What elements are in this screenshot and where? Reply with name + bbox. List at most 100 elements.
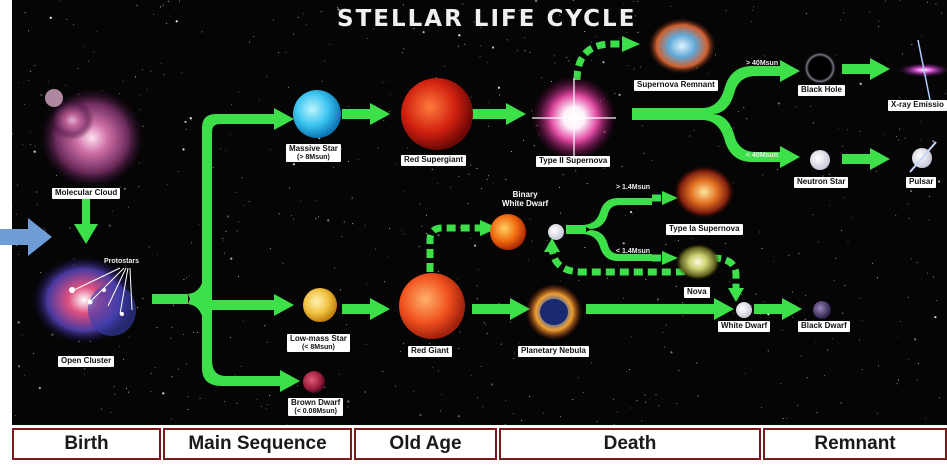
star-dot <box>266 76 267 77</box>
star-dot <box>142 69 143 70</box>
star-dot <box>895 215 896 216</box>
star-dot <box>756 294 757 295</box>
star-dot <box>842 146 843 147</box>
star-dot <box>66 19 67 20</box>
red-giant-icon <box>399 273 465 339</box>
star-dot <box>572 399 573 400</box>
star-dot <box>626 371 627 372</box>
star-dot <box>477 298 478 299</box>
star-dot <box>641 420 642 421</box>
star-dot <box>438 271 439 272</box>
star-dot <box>288 87 289 88</box>
star-dot <box>591 362 592 363</box>
star-dot <box>762 175 763 176</box>
massive-star-name: Massive Star <box>289 144 338 153</box>
star-dot <box>186 129 187 130</box>
star-dot <box>899 97 900 98</box>
star-dot <box>481 366 482 367</box>
star-dot <box>36 192 37 193</box>
star-dot <box>40 94 42 96</box>
star-dot <box>623 242 625 244</box>
star-dot <box>517 50 518 51</box>
star-dot <box>773 261 774 262</box>
star-dot <box>183 334 184 335</box>
star-dot <box>532 241 533 242</box>
star-dot <box>921 35 922 36</box>
star-dot <box>484 322 485 323</box>
star-dot <box>114 394 115 395</box>
star-dot <box>426 215 427 216</box>
star-dot <box>945 93 946 94</box>
star-dot <box>283 263 284 264</box>
star-dot <box>429 343 430 344</box>
star-dot <box>900 0 901 1</box>
star-dot <box>193 332 194 333</box>
star-dot <box>921 121 922 122</box>
star-dot <box>316 200 317 201</box>
star-dot <box>936 300 937 301</box>
star-dot <box>366 283 367 284</box>
star-dot <box>918 363 919 364</box>
star-dot <box>678 240 679 241</box>
star-dot <box>682 315 683 316</box>
star-dot <box>623 3 624 4</box>
star-dot <box>101 409 102 410</box>
star-dot <box>173 305 174 306</box>
star-dot <box>161 63 162 64</box>
massive-star-label: Massive Star (> 8Msun) <box>286 144 341 162</box>
star-dot <box>585 247 586 248</box>
star-dot <box>529 52 530 53</box>
star-dot <box>637 32 638 33</box>
star-dot <box>664 347 665 348</box>
star-dot <box>733 313 734 314</box>
star-dot <box>352 223 353 224</box>
star-dot <box>595 36 596 37</box>
star-dot <box>917 379 918 380</box>
star-dot <box>510 322 511 323</box>
star-dot <box>227 215 229 217</box>
star-dot <box>237 231 238 232</box>
star-dot <box>88 61 89 62</box>
star-dot <box>838 128 839 129</box>
star-dot <box>164 74 165 75</box>
star-dot <box>832 338 833 339</box>
star-dot <box>513 358 514 359</box>
star-dot <box>40 272 41 273</box>
star-dot <box>911 258 912 259</box>
open-cluster-label: Open Cluster <box>58 356 114 367</box>
diagram-graphics <box>12 0 947 425</box>
star-dot <box>927 2 928 3</box>
star-dot <box>341 236 342 237</box>
star-dot <box>437 183 438 184</box>
star-dot <box>927 273 928 274</box>
star-dot <box>470 238 471 239</box>
star-dot <box>70 228 71 229</box>
star-dot <box>696 363 697 364</box>
star-dot <box>94 51 95 52</box>
star-dot <box>18 82 19 83</box>
star-dot <box>298 17 299 18</box>
star-dot <box>618 265 619 266</box>
star-dot <box>726 10 727 11</box>
star-dot <box>632 213 633 214</box>
pulsar-label: Pulsar <box>906 177 936 188</box>
star-dot <box>656 394 657 395</box>
star-dot <box>485 324 486 325</box>
planetary-nebula-label: Planetary Nebula <box>518 346 589 357</box>
star-dot <box>149 247 150 248</box>
star-dot <box>480 45 481 46</box>
star-dot <box>375 249 376 250</box>
star-dot <box>834 280 835 281</box>
star-dot <box>315 218 316 219</box>
star-dot <box>186 277 187 278</box>
star-dot <box>220 148 221 149</box>
star-dot <box>665 244 666 245</box>
black-dwarf-icon <box>813 301 831 319</box>
star-dot <box>224 253 225 254</box>
star-dot <box>547 240 548 241</box>
star-dot <box>862 320 863 321</box>
star-dot <box>366 344 367 345</box>
star-dot <box>778 102 780 104</box>
star-dot <box>257 399 258 400</box>
star-dot <box>462 4 463 5</box>
